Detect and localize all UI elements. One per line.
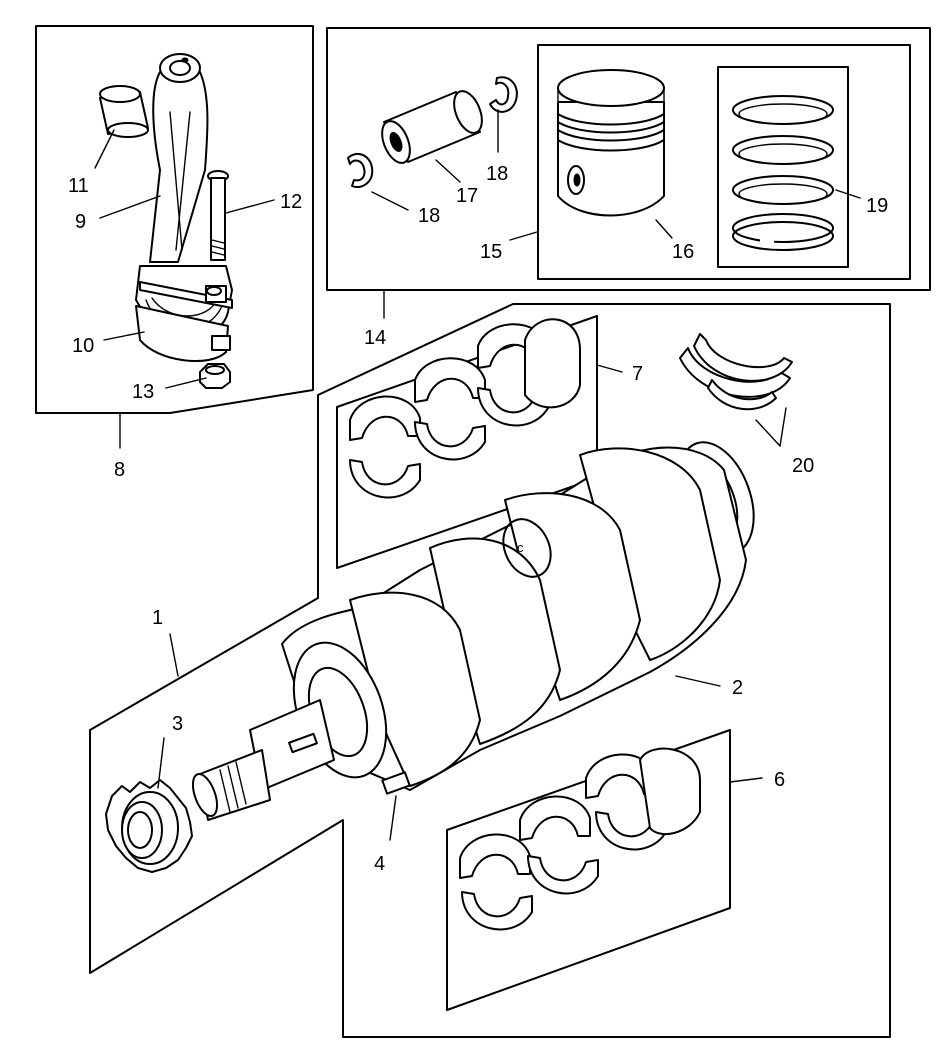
woodruff-key bbox=[381, 771, 411, 795]
connecting-rod-nut bbox=[199, 363, 231, 389]
callout-2: 2 bbox=[732, 677, 743, 699]
callout-16: 16 bbox=[672, 241, 694, 263]
callout-15: 15 bbox=[480, 241, 502, 263]
callout-9: 9 bbox=[75, 211, 86, 233]
callout-labels: 11 9 12 10 13 8 14 15 16 19 18 17 18 7 2… bbox=[68, 163, 888, 875]
small-end-bush bbox=[99, 85, 149, 138]
circlip-left bbox=[347, 152, 374, 188]
crankshaft-sprocket bbox=[105, 779, 193, 873]
callout-8: 8 bbox=[114, 459, 125, 481]
callout-14: 14 bbox=[364, 327, 386, 349]
lower-main-bearing-shells bbox=[459, 747, 701, 931]
piston-rings-frame bbox=[717, 66, 849, 268]
callout-12: 12 bbox=[280, 191, 302, 213]
callout-4: 4 bbox=[374, 853, 385, 875]
crankshaft: c bbox=[191, 441, 755, 821]
connecting-rod-bolt bbox=[207, 170, 229, 261]
callout-6: 6 bbox=[774, 769, 785, 791]
callout-19: 19 bbox=[866, 195, 888, 217]
callout-11: 11 bbox=[68, 175, 89, 197]
piston-group-frame bbox=[326, 27, 931, 291]
callout-13: 13 bbox=[132, 381, 154, 403]
leader-lines bbox=[94, 109, 861, 841]
callout-10: 10 bbox=[72, 335, 94, 357]
gudgeon-pin bbox=[381, 90, 483, 164]
upper-main-bearing-shells bbox=[349, 318, 581, 499]
callout-17: 17 bbox=[456, 185, 478, 207]
crankshaft-mark: c bbox=[517, 540, 524, 555]
piston-inner-frame bbox=[537, 44, 911, 280]
piston bbox=[557, 69, 665, 217]
connecting-rod-frame bbox=[35, 25, 314, 414]
crankshaft-frame bbox=[89, 303, 891, 1038]
callout-7: 7 bbox=[632, 363, 643, 385]
connecting-rod bbox=[135, 53, 233, 363]
thrust-washers bbox=[679, 333, 793, 411]
callout-18-left: 18 bbox=[418, 205, 440, 227]
piston-rings bbox=[732, 95, 834, 251]
callout-20: 20 bbox=[792, 455, 814, 477]
callout-3: 3 bbox=[172, 713, 183, 735]
callout-1: 1 bbox=[152, 607, 163, 629]
callout-18-right: 18 bbox=[486, 163, 508, 185]
circlip-right bbox=[489, 76, 518, 113]
